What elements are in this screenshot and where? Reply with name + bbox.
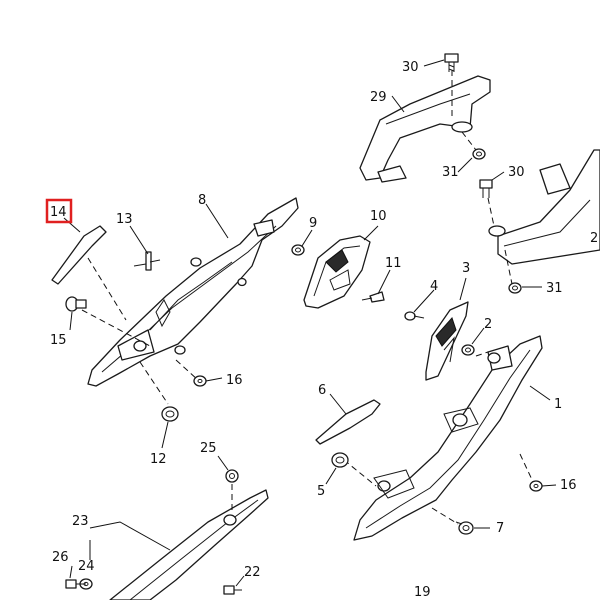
callout-31-right: 31 (546, 281, 563, 296)
callout-15: 15 (50, 333, 67, 348)
callout-12: 12 (150, 452, 167, 467)
part-8-side-cover (81, 197, 299, 405)
callout-13: 13 (116, 212, 133, 227)
collar-2 (461, 344, 475, 356)
callout-2-edge: 2 (590, 231, 598, 246)
leader-lines (63, 59, 557, 587)
callout-14: 14 (50, 205, 67, 220)
grommet-5 (331, 452, 349, 468)
bolt-30-right (479, 179, 493, 198)
callout-7: 7 (496, 521, 504, 536)
callout-10: 10 (370, 209, 387, 224)
callout-2: 2 (484, 317, 492, 332)
nut-25 (225, 469, 239, 483)
callout-8: 8 (198, 193, 206, 208)
screw-16-left (193, 375, 207, 387)
nut-31-right (508, 282, 522, 294)
fastener-26 (65, 579, 86, 589)
callout-16-right: 16 (560, 478, 577, 493)
callout-4: 4 (430, 279, 438, 294)
part-14-strip (51, 225, 107, 285)
screw-16-right (529, 480, 543, 492)
callout-30-top: 30 (402, 60, 419, 75)
part-13-clip (133, 251, 161, 271)
callout-24: 24 (78, 559, 95, 574)
grommet-12 (161, 406, 179, 422)
callout-31-top: 31 (442, 165, 459, 180)
callout-9: 9 (309, 216, 317, 231)
bolt-7 (455, 521, 474, 535)
callout-3: 3 (462, 261, 470, 276)
callout-19: 19 (414, 585, 431, 600)
part-1-side-cover (343, 335, 543, 541)
callout-labels: 30 29 31 30 2 31 14 13 8 9 10 11 3 4 2 1… (50, 60, 598, 600)
callout-30-right: 30 (508, 165, 525, 180)
part-3-bracket (425, 301, 469, 381)
callout-29: 29 (370, 90, 387, 105)
part-23-lower-cover (109, 484, 269, 601)
part-6-strip (315, 399, 381, 445)
callout-16-left: 16 (226, 373, 243, 388)
callout-22: 22 (244, 565, 261, 580)
screw-11 (361, 291, 385, 303)
callout-23: 23 (72, 514, 89, 529)
washer-9 (291, 244, 305, 256)
bolt-15 (65, 296, 87, 312)
screw-4 (404, 311, 425, 321)
part-10-plate (303, 235, 371, 309)
callout-14-highlight (45, 198, 73, 224)
callout-6: 6 (318, 383, 326, 398)
callout-11: 11 (385, 256, 402, 271)
bolt-30-top (444, 53, 459, 72)
fastener-22 (223, 585, 242, 595)
part-2-grab-rail (487, 149, 600, 285)
nut-31-top (472, 148, 486, 160)
callout-5: 5 (317, 484, 325, 499)
part-29-bracket (359, 70, 491, 183)
callout-26: 26 (52, 550, 69, 565)
callout-25: 25 (200, 441, 217, 456)
callout-1: 1 (554, 397, 562, 412)
